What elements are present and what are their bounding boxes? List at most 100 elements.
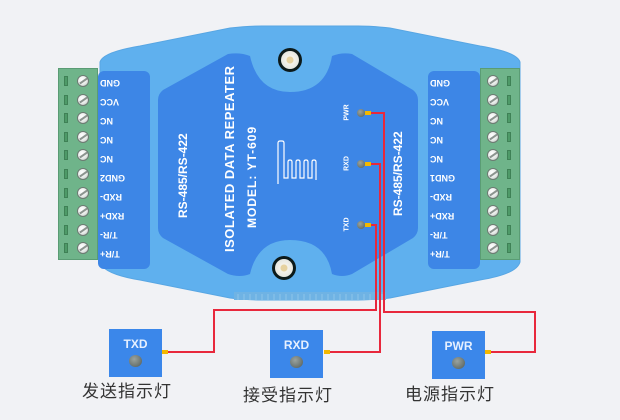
terminal-position [481, 239, 521, 258]
right-pin-label: RXD- [430, 192, 452, 202]
comb-teeth [237, 294, 383, 300]
right-pin-label: T/R- [430, 230, 448, 240]
wire-rxd [330, 163, 381, 353]
left-pin-label: T/R- [100, 230, 118, 240]
terminal-slot [64, 113, 68, 124]
terminal-position [481, 165, 521, 184]
terminal-screw-icon [77, 149, 89, 162]
right-pin-label: NC [430, 116, 443, 126]
left-pin-label: NC [100, 116, 113, 126]
indicator-caption: 电源指示灯 [405, 385, 495, 405]
led-label-txd: TXD [343, 217, 351, 232]
right-pin-label: NC [430, 154, 443, 164]
led-label-pwr: PWR [343, 104, 351, 121]
indicator-title: PWR [444, 339, 473, 353]
led-label-rxd: RXD [343, 156, 351, 171]
left-pin-label: GND2 [100, 173, 126, 183]
terminal-slot [64, 94, 68, 105]
right-pin-label: T/R+ [430, 249, 450, 259]
terminal-slot [64, 243, 68, 254]
indicator-pad [162, 350, 168, 354]
terminal-screw-icon [77, 223, 89, 236]
terminal-position [59, 221, 99, 240]
left-pin-label: T/R+ [100, 249, 120, 259]
terminal-position [481, 109, 521, 128]
terminal-slot [507, 76, 511, 86]
terminal-position [481, 72, 521, 91]
terminal-position [59, 146, 99, 165]
terminal-position [481, 184, 521, 203]
terminal-slot [507, 187, 511, 198]
terminal-position [59, 91, 99, 110]
device-model: MODEL: YT-609 [245, 125, 259, 228]
terminal-screw-icon [487, 130, 499, 143]
terminal-screw-icon [487, 242, 499, 255]
terminal-position [59, 184, 99, 203]
terminal-screw-icon [77, 186, 89, 199]
right-pin-panel: GND VCC NC NC NC GND1 RXD- RXD+ T/R- T/R… [428, 71, 480, 269]
terminal-screw-icon [487, 112, 499, 125]
right-pin-label: GND1 [430, 173, 456, 183]
terminal-screw-icon [77, 168, 89, 180]
left-terminal-block [58, 68, 98, 260]
indicator-led-icon [290, 356, 303, 368]
terminal-position [59, 109, 99, 128]
indicator-box-pwr: PWR [432, 331, 485, 379]
pwr-led [357, 109, 365, 117]
bottom-mounting-screw [272, 256, 296, 280]
terminal-position [59, 239, 99, 258]
terminal-position [59, 202, 99, 221]
terminal-slot [507, 224, 511, 235]
right-pin-label: GND [430, 78, 450, 88]
terminal-slot [507, 113, 511, 124]
terminal-screw-icon [487, 186, 499, 199]
indicator-pad [324, 350, 330, 354]
terminal-screw-icon [77, 205, 89, 218]
txd-led [357, 221, 365, 229]
indicator-box-txd: TXD [109, 329, 162, 377]
indicator-box-rxd: RXD [270, 330, 323, 378]
terminal-screw-icon [77, 75, 89, 87]
terminal-screw-icon [487, 75, 499, 87]
indicator-title: TXD [123, 337, 148, 351]
wire-pwr [370, 112, 536, 353]
antenna-logo-icon [277, 140, 317, 184]
terminal-slot [507, 169, 511, 179]
wire-txd [167, 224, 377, 353]
rxd-led-pad [365, 162, 371, 166]
left-pin-label: GND [100, 78, 120, 88]
terminal-slot [507, 94, 511, 105]
terminal-slot [507, 206, 511, 217]
terminal-slot [64, 131, 68, 142]
rxd-led [357, 160, 365, 168]
right-pin-label: VCC [430, 97, 450, 107]
indicator-pad [485, 350, 491, 354]
indicator-title: RXD [283, 338, 310, 352]
indicator-led-icon [452, 357, 465, 369]
terminal-position [59, 128, 99, 147]
terminal-screw-icon [77, 242, 89, 255]
pwr-led-pad [365, 111, 371, 115]
terminal-position [481, 202, 521, 221]
terminal-screw-icon [77, 130, 89, 143]
terminal-position [59, 72, 99, 91]
txd-led-pad [365, 223, 371, 227]
terminal-slot [64, 150, 68, 161]
terminal-slot [507, 243, 511, 254]
terminal-screw-icon [487, 93, 499, 106]
right-pin-label: NC [430, 135, 443, 145]
terminal-position [481, 146, 521, 165]
terminal-screw-icon [487, 168, 499, 180]
left-protocol-label: RS-485/RS-422 [176, 133, 190, 218]
terminal-position [481, 128, 521, 147]
indicator-caption: 发送指示灯 [82, 382, 172, 402]
right-terminal-block [480, 68, 520, 260]
wires [167, 112, 536, 353]
device-title: ISOLATED DATA REPEATER [222, 65, 237, 253]
left-pin-label: NC [100, 135, 113, 145]
terminal-slot [507, 150, 511, 161]
terminal-slot [64, 169, 68, 179]
terminal-slot [64, 206, 68, 217]
terminal-position [481, 221, 521, 240]
terminal-slot [64, 187, 68, 198]
